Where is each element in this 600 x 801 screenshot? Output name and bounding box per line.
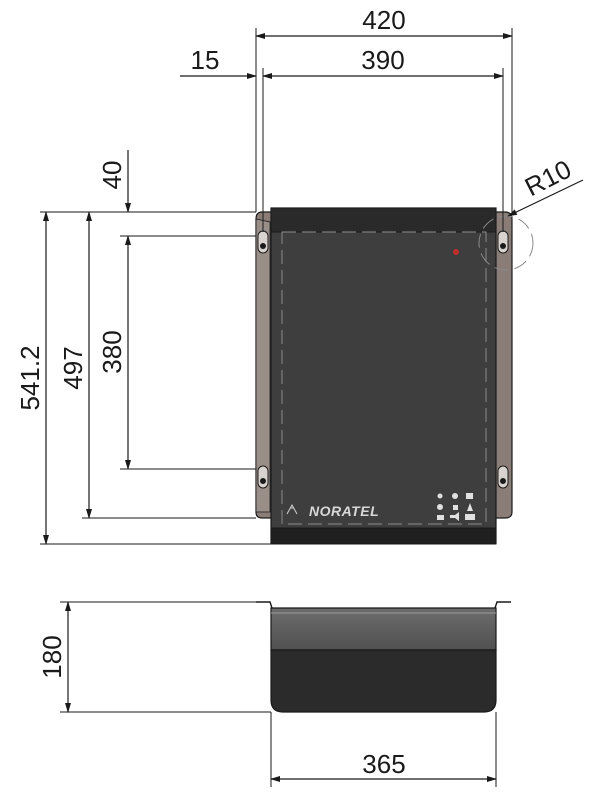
enclosure-top-band: [270, 207, 497, 233]
dim-hole-spacing-width: 390: [361, 45, 404, 75]
keyhole-bottom-right: [497, 465, 509, 489]
indicator-icon-panel: [437, 493, 475, 521]
brand-logo: NORATEL: [286, 503, 379, 519]
brand-label: NORATEL: [309, 503, 379, 519]
dim-bracket-offset: 15: [191, 45, 220, 75]
bracket-side: [255, 218, 271, 513]
left-flange: [256, 601, 273, 609]
dim-bottom-width: 365: [362, 749, 405, 779]
status-led: [453, 249, 459, 255]
right-flange: [494, 601, 511, 609]
lock-icon: [453, 505, 458, 510]
dim-total-height: 541.2: [15, 345, 45, 410]
dim-corner-radius: R10: [520, 154, 576, 202]
plug-icon: [437, 515, 444, 520]
keyhole-bottom-left: [257, 465, 269, 489]
dim-top-offset: 40: [97, 161, 127, 190]
side-lower-section: [270, 649, 497, 713]
side-view: [256, 601, 511, 713]
front-view: NORATEL: [255, 207, 534, 545]
enclosure-bottom-lid: [270, 527, 497, 545]
dim-overall-width: 420: [362, 5, 405, 35]
dim-depth: 180: [37, 635, 67, 678]
keyhole-top-right: [497, 230, 509, 254]
gear-icon: [452, 493, 458, 499]
printer-icon: [465, 514, 475, 520]
dimension-lines: [40, 28, 584, 787]
dim-hole-spacing-height: 380: [97, 330, 127, 373]
target-icon: [437, 504, 443, 510]
dim-body-height: 497: [58, 346, 88, 389]
corner-detail-circle: [478, 215, 534, 271]
side-upper-section: [270, 607, 497, 651]
hidden-outline: [281, 231, 487, 525]
speaker-icon: [450, 512, 459, 521]
anchor-icon: [467, 503, 473, 511]
signal-icon: [437, 493, 443, 499]
enclosure-body: [270, 207, 497, 544]
keyhole-top-left: [257, 230, 269, 254]
battery-icon: [466, 493, 473, 499]
